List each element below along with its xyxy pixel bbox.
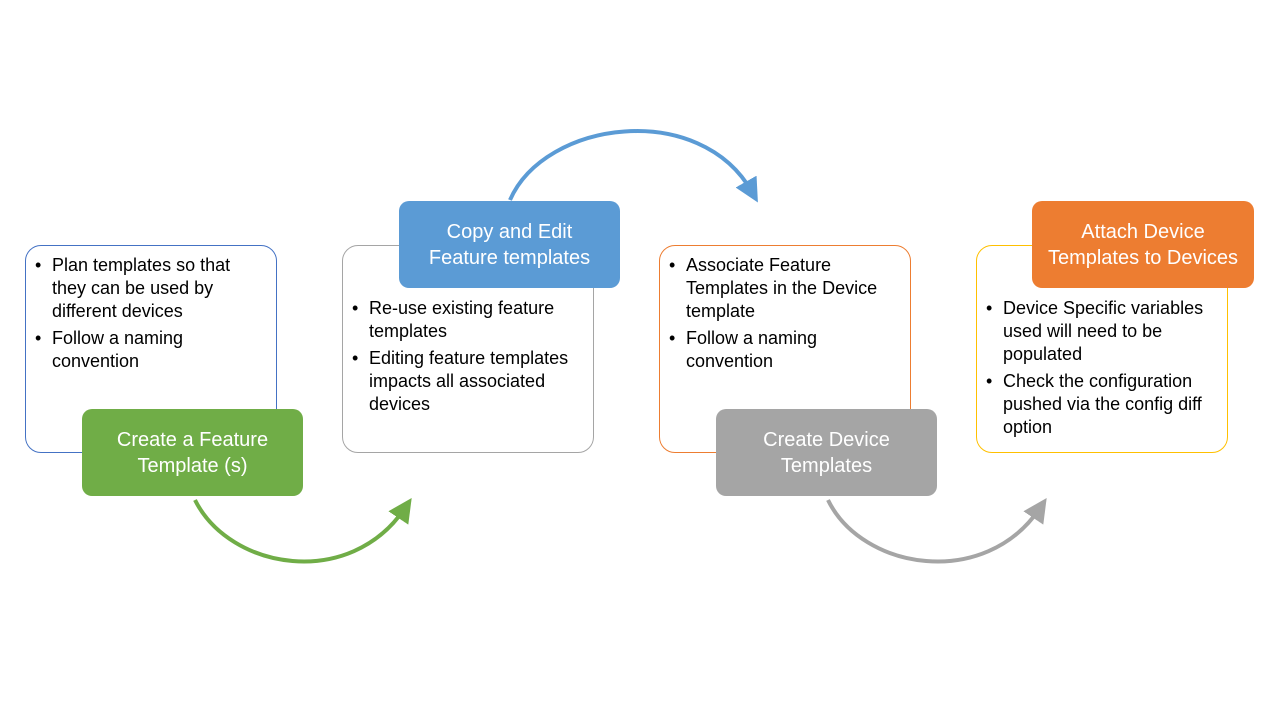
step3-bullet-2: Follow a naming convention [669,327,902,373]
step1-title: Create a Feature Template (s) [116,428,269,477]
step1-bullet-1: Plan templates so that they can be used … [35,254,268,323]
step1-bullet-list: Plan templates so that they can be used … [26,254,268,373]
step1-create-feature-template: Create a Feature Template (s) [82,409,303,496]
arrow-step3-to-step4 [826,498,1047,564]
step2-bullet-2: Editing feature templates impacts all as… [352,347,585,416]
step4-bullet-2: Check the configuration pushed via the c… [986,370,1219,439]
arrow-step2-to-step3 [508,129,758,203]
step3-create-device-templates: Create Device Templates [716,409,937,496]
step2-bullet-list: Re-use existing feature templates Editin… [343,297,585,416]
step2-copy-edit-feature-templates: Copy and Edit Feature templates [399,201,620,288]
step4-bullet-1: Device Specific variables used will need… [986,297,1219,366]
step2-title: Copy and Edit Feature templates [428,220,591,269]
step1-details-panel: Plan templates so that they can be used … [25,245,277,453]
step1-bullet-2: Follow a naming convention [35,327,268,373]
step3-bullet-1: Associate Feature Templates in the Devic… [669,254,902,323]
step2-bullet-1: Re-use existing feature templates [352,297,585,343]
step4-title: Attach Device Templates to Devices [1047,220,1239,269]
step4-attach-device-templates: Attach Device Templates to Devices [1032,201,1254,288]
step3-bullet-list: Associate Feature Templates in the Devic… [660,254,902,373]
arrow-step1-to-step2 [193,498,412,564]
step3-title: Create Device Templates [763,428,890,477]
step4-bullet-list: Device Specific variables used will need… [977,297,1219,439]
